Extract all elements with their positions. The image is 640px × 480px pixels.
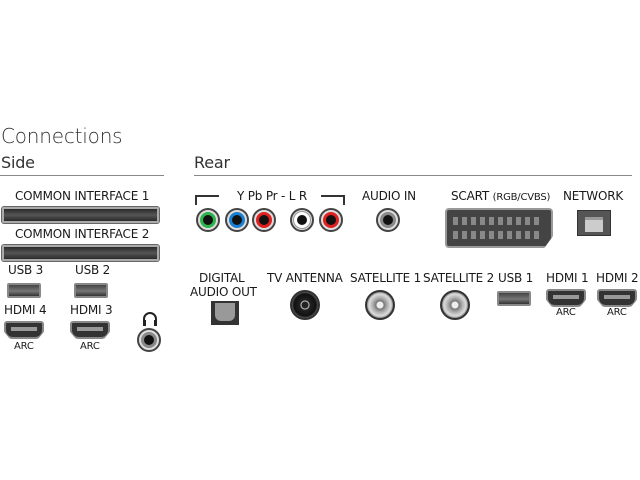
common-interface-2-slot (2, 245, 159, 261)
common-interface-1-slot (2, 207, 159, 223)
usb2-label: USB 2 (75, 263, 111, 277)
satellite2-port (440, 290, 470, 320)
usb3-label: USB 3 (8, 263, 44, 277)
component-bracket-right (321, 195, 345, 205)
ci2-label: COMMON INTERFACE 2 (15, 227, 150, 241)
scart-title: SCART (451, 189, 490, 203)
rca-jack (225, 208, 249, 232)
hdmi3-port (70, 321, 110, 339)
hdmi1-arc-label: ARC (556, 307, 576, 318)
hdmi1-port (546, 289, 586, 307)
headphones-icon (143, 312, 157, 326)
satellite1-port (365, 290, 395, 320)
hdmi4-port (4, 321, 44, 339)
satellite1-label: SATELLITE 1 (350, 271, 422, 285)
rca-jack (290, 208, 314, 232)
scart-connector (445, 208, 553, 248)
hdmi2-label: HDMI 2 (596, 271, 639, 285)
satellite2-label: SATELLITE 2 (423, 271, 495, 285)
hdmi3-arc-label: ARC (80, 341, 100, 352)
ci1-label: COMMON INTERFACE 1 (15, 189, 150, 203)
usb1-port (497, 291, 531, 306)
usb1-label: USB 1 (498, 271, 534, 285)
rca-jack (252, 208, 276, 232)
side-heading: Side (1, 153, 35, 172)
page-title: Connections (1, 124, 123, 148)
network-label: NETWORK (563, 189, 624, 203)
usb2-port (74, 283, 108, 298)
rca-jack (319, 208, 343, 232)
component-label: Y Pb Pr - L R (237, 189, 307, 203)
scart-subtitle: (RGB/CVBS) (492, 192, 551, 203)
hdmi2-port (597, 289, 637, 307)
tv-antenna-label: TV ANTENNA (267, 271, 343, 285)
hdmi4-label: HDMI 4 (4, 303, 47, 317)
hdmi3-label: HDMI 3 (70, 303, 113, 317)
rear-heading: Rear (194, 153, 230, 172)
hdmi1-label: HDMI 1 (546, 271, 589, 285)
rear-divider (194, 175, 632, 176)
network-port (577, 210, 611, 236)
rca-jack (196, 208, 220, 232)
usb3-port (7, 283, 41, 298)
component-bracket-left (195, 195, 219, 205)
side-divider (0, 175, 164, 176)
scart-label: SCART (RGB/CVBS) (451, 189, 550, 203)
optical-port (211, 301, 239, 325)
hdmi2-arc-label: ARC (607, 307, 627, 318)
digital-audio-out-label-1: DIGITAL (199, 271, 245, 285)
audio-in-label: AUDIO IN (362, 189, 416, 203)
hdmi4-arc-label: ARC (14, 341, 34, 352)
digital-audio-out-label-2: AUDIO OUT (190, 285, 257, 299)
headphone-jack (137, 328, 161, 352)
tv-antenna-port (290, 290, 320, 320)
audio-in-jack (376, 208, 400, 232)
